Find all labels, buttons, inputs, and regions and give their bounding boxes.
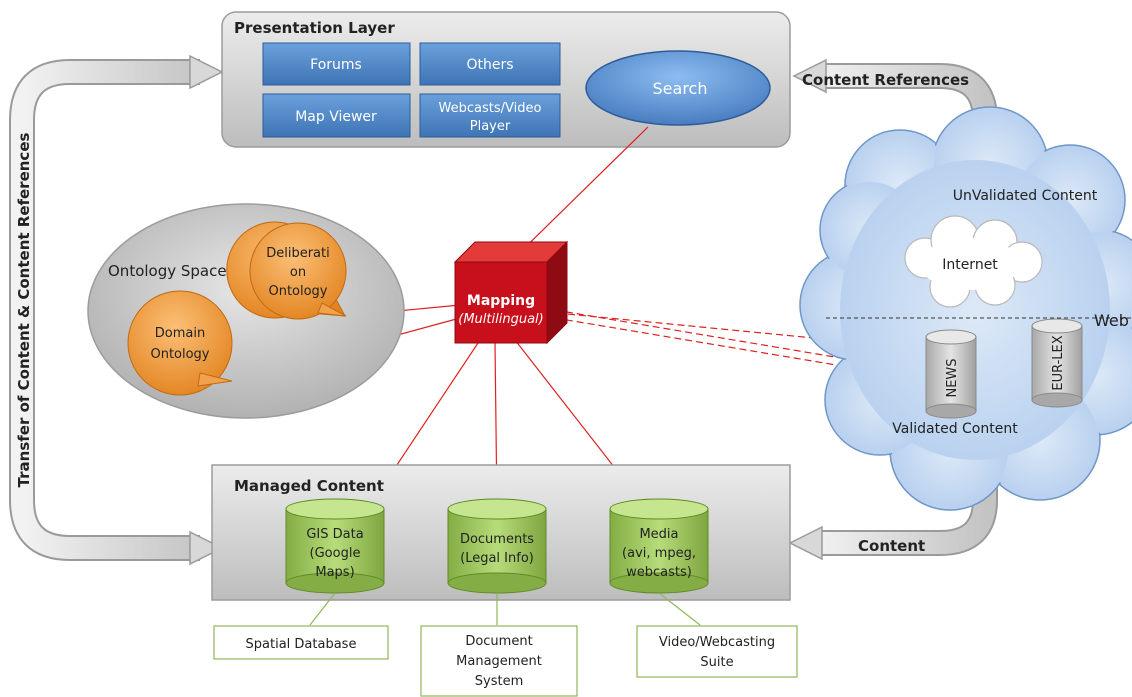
content-references-label: Content References bbox=[802, 71, 969, 89]
system-connectors bbox=[309, 592, 701, 626]
webcasts-button-label-line2: Player bbox=[470, 119, 511, 134]
domain-label-1: Domain bbox=[155, 326, 205, 341]
mapping-title: Mapping bbox=[467, 293, 535, 309]
webcasts-button-label-line1: Webcasts/Video bbox=[439, 101, 542, 116]
spatial-database-box: Spatial Database bbox=[213, 625, 389, 660]
deliberation-ontology-node: Deliberati on Ontology bbox=[226, 221, 347, 320]
documents-cylinder: Documents (Legal Info) bbox=[447, 498, 547, 594]
domain-label-2: Ontology bbox=[150, 347, 209, 362]
presentation-layer: Presentation Layer Forums Others Map Vie… bbox=[221, 11, 791, 148]
deliberation-label-2: on bbox=[290, 265, 306, 280]
video-webcasting-label-2: Suite bbox=[700, 655, 733, 670]
unvalidated-content-label: UnValidated Content bbox=[953, 188, 1098, 204]
documents-label-1: Documents bbox=[460, 532, 534, 547]
link-mapping-eurlex bbox=[556, 312, 1041, 361]
ontology-space-title: Ontology Space bbox=[108, 262, 227, 280]
news-cylinder: NEWS bbox=[925, 329, 977, 419]
video-webcasting-label-1: Video/Webcasting bbox=[659, 635, 775, 650]
managed-content-title: Managed Content bbox=[234, 477, 384, 495]
forums-button[interactable]: Forums bbox=[262, 42, 411, 86]
news-label: NEWS bbox=[945, 358, 960, 397]
ontology-space: Ontology Space Deliberati on Ontology Do… bbox=[87, 203, 405, 419]
gis-data-cylinder: GIS Data (Google Maps) bbox=[285, 498, 385, 594]
map-viewer-button[interactable]: Map Viewer bbox=[262, 93, 411, 138]
validated-content-label: Validated Content bbox=[892, 421, 1018, 437]
forums-button-label: Forums bbox=[310, 57, 362, 73]
internet-label: Internet bbox=[942, 257, 998, 273]
domain-ontology-node: Domain Ontology bbox=[127, 290, 233, 396]
deliberation-label-1: Deliberati bbox=[266, 246, 330, 261]
web-cloud: UnValidated Content Internet Web NEWS EU… bbox=[799, 106, 1132, 511]
presentation-layer-title: Presentation Layer bbox=[234, 19, 395, 37]
media-label-1: Media bbox=[639, 527, 678, 542]
eurlex-cylinder: EUR-LEX bbox=[1031, 318, 1083, 408]
document-management-label-3: System bbox=[475, 674, 523, 689]
document-management-label-1: Document bbox=[465, 634, 532, 649]
search-button-label: Search bbox=[653, 79, 708, 98]
internet-cloud bbox=[904, 215, 1043, 308]
search-button[interactable]: Search bbox=[585, 50, 771, 126]
web-label: Web bbox=[1094, 311, 1129, 330]
others-button-label: Others bbox=[466, 57, 513, 73]
document-management-box: Document Management System bbox=[420, 625, 578, 697]
documents-label-2: (Legal Info) bbox=[460, 551, 534, 566]
link-mapping-news bbox=[554, 309, 931, 374]
media-cylinder: Media (avi, mpeg, webcasts) bbox=[609, 498, 709, 594]
mapping-subtitle: (Multilingual) bbox=[458, 312, 543, 327]
left-flow-arrow bbox=[9, 54, 224, 566]
content-label: Content bbox=[858, 537, 925, 555]
eurlex-label: EUR-LEX bbox=[1051, 335, 1066, 390]
video-webcasting-box: Video/Webcasting Suite bbox=[636, 625, 798, 678]
gis-label-2: (Google bbox=[310, 546, 361, 561]
spatial-database-label: Spatial Database bbox=[246, 637, 357, 652]
media-label-3: webcasts) bbox=[626, 565, 692, 580]
mapping-cube: Mapping (Multilingual) bbox=[453, 240, 569, 345]
transfer-label: Transfer of Content & Content References bbox=[15, 133, 33, 488]
gis-label-1: GIS Data bbox=[306, 527, 363, 542]
document-management-label-2: Management bbox=[456, 654, 542, 669]
others-button[interactable]: Others bbox=[419, 42, 561, 86]
deliberation-label-3: Ontology bbox=[268, 284, 327, 299]
webcasts-button[interactable]: Webcasts/Video Player bbox=[419, 93, 561, 138]
map-viewer-button-label: Map Viewer bbox=[295, 109, 377, 125]
managed-content: Managed Content GIS Data (Google Maps) D… bbox=[211, 464, 791, 601]
media-label-2: (avi, mpeg, bbox=[622, 546, 696, 561]
gis-label-3: Maps) bbox=[315, 565, 354, 580]
